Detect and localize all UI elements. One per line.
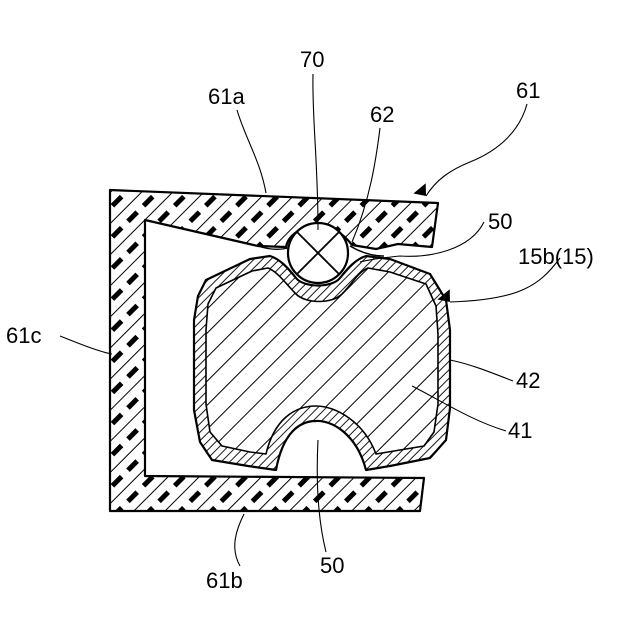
label-50-top: 50 (488, 209, 512, 234)
label-61b: 61b (206, 568, 243, 593)
label-50-bottom: 50 (320, 553, 344, 578)
label-15b: 15b(15) (518, 244, 594, 269)
label-42: 42 (516, 368, 540, 393)
label-70: 70 (300, 47, 324, 72)
label-61: 61 (516, 78, 540, 103)
label-61c: 61c (6, 323, 41, 348)
wire-70 (288, 223, 348, 283)
label-61a: 61a (208, 84, 245, 109)
label-41: 41 (508, 418, 532, 443)
label-62: 62 (370, 102, 394, 127)
